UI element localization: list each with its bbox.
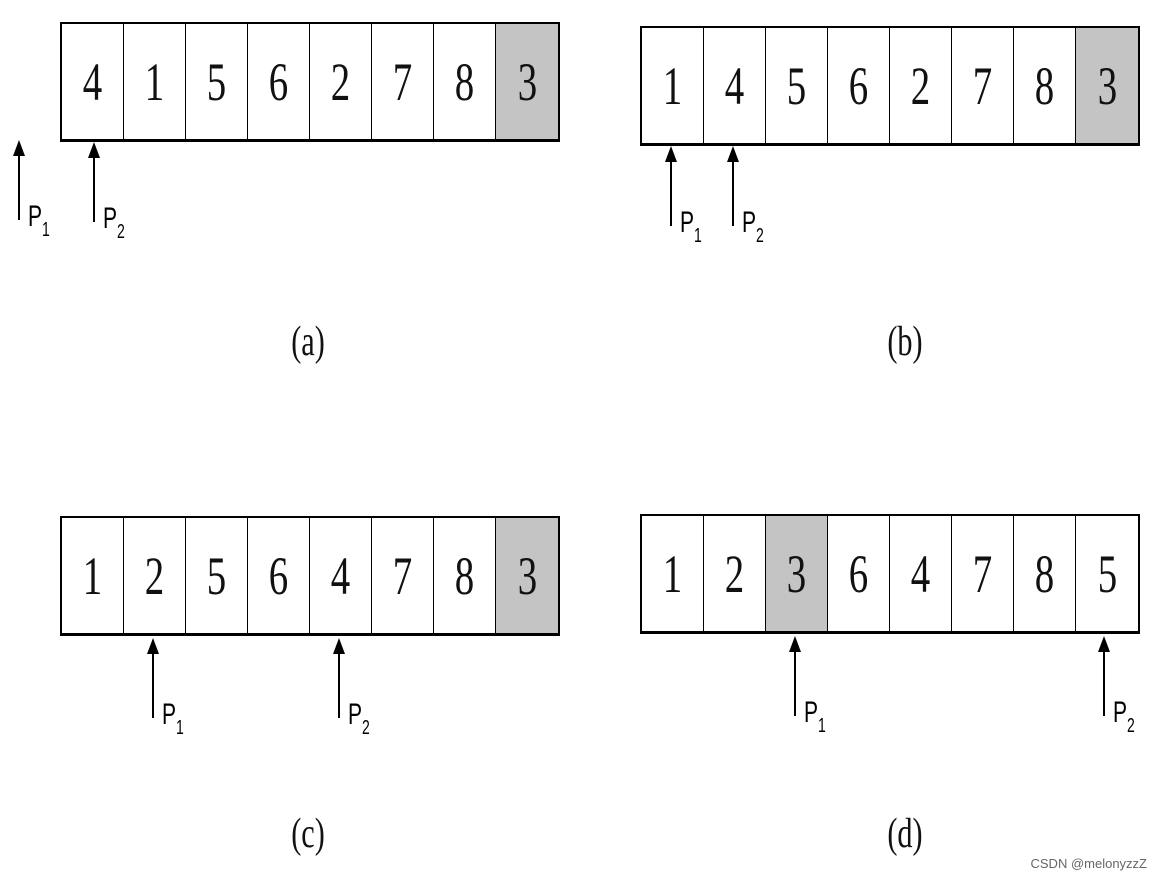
cell: 5 xyxy=(186,24,248,139)
pointer-label: P2 xyxy=(742,206,764,247)
arrow-up-icon xyxy=(147,638,159,654)
cell: 1 xyxy=(62,518,124,633)
arrow-up-icon xyxy=(333,638,345,654)
cell: 4 xyxy=(62,24,124,139)
caption-b: (b) xyxy=(887,319,923,365)
caption-d: (d) xyxy=(887,811,923,857)
pointer-p2-d: P2 xyxy=(1097,636,1157,766)
array-a: 4 1 5 6 2 7 8 3 xyxy=(60,22,560,142)
pointer-p1-c: P1 xyxy=(146,638,206,768)
pointer-label: P1 xyxy=(28,200,50,241)
array-b: 1 4 5 6 2 7 8 3 xyxy=(640,26,1140,146)
cell: 8 xyxy=(1014,516,1076,631)
caption-c: (c) xyxy=(291,811,325,857)
pointer-label: P2 xyxy=(103,202,125,243)
pointer-p1-d: P1 xyxy=(788,636,848,766)
cell: 6 xyxy=(828,516,890,631)
cell: 4 xyxy=(310,518,372,633)
cell: 8 xyxy=(1014,28,1076,143)
pivot-cell: 3 xyxy=(1076,28,1138,143)
watermark: CSDN @melonyzzZ xyxy=(1030,856,1148,871)
cell: 7 xyxy=(372,518,434,633)
cell: 6 xyxy=(248,24,310,139)
array-c: 1 2 5 6 4 7 8 3 xyxy=(60,516,560,636)
pointer-label: P1 xyxy=(804,696,826,737)
pivot-cell: 3 xyxy=(496,24,558,139)
cell: 2 xyxy=(704,516,766,631)
cell: 2 xyxy=(310,24,372,139)
arrow-up-icon xyxy=(665,146,677,162)
caption-a: (a) xyxy=(291,319,325,365)
cell: 7 xyxy=(952,516,1014,631)
cell: 4 xyxy=(890,516,952,631)
cell: 7 xyxy=(952,28,1014,143)
cell: 6 xyxy=(248,518,310,633)
arrow-up-icon xyxy=(727,146,739,162)
cell: 5 xyxy=(766,28,828,143)
cell: 1 xyxy=(642,516,704,631)
pointer-p1-a: P1 xyxy=(12,140,72,270)
cell: 1 xyxy=(124,24,186,139)
pivot-cell: 3 xyxy=(766,516,828,631)
pointer-label: P2 xyxy=(1113,696,1135,737)
pointer-label: P1 xyxy=(680,206,702,247)
cell: 1 xyxy=(642,28,704,143)
cell: 5 xyxy=(186,518,248,633)
pointer-p1-b: P1 xyxy=(664,146,724,276)
pivot-cell: 3 xyxy=(496,518,558,633)
pointer-p2-c: P2 xyxy=(332,638,392,768)
cell: 8 xyxy=(434,518,496,633)
arrow-up-icon xyxy=(789,636,801,652)
arrow-up-icon xyxy=(13,140,25,156)
cell: 4 xyxy=(704,28,766,143)
arrow-up-icon xyxy=(88,142,100,158)
pointer-label: P2 xyxy=(348,698,370,739)
pointer-p2-b: P2 xyxy=(726,146,786,276)
cell: 5 xyxy=(1097,543,1117,604)
pointer-label: P1 xyxy=(162,698,184,739)
cell: 7 xyxy=(372,24,434,139)
pointer-p2-a: P2 xyxy=(87,142,147,272)
cell: 6 xyxy=(828,28,890,143)
cell: 2 xyxy=(124,518,186,633)
cell: 8 xyxy=(434,24,496,139)
arrow-up-icon xyxy=(1098,636,1110,652)
array-d: 1 2 3 6 4 7 8 5 xyxy=(640,514,1140,634)
cell: 2 xyxy=(890,28,952,143)
